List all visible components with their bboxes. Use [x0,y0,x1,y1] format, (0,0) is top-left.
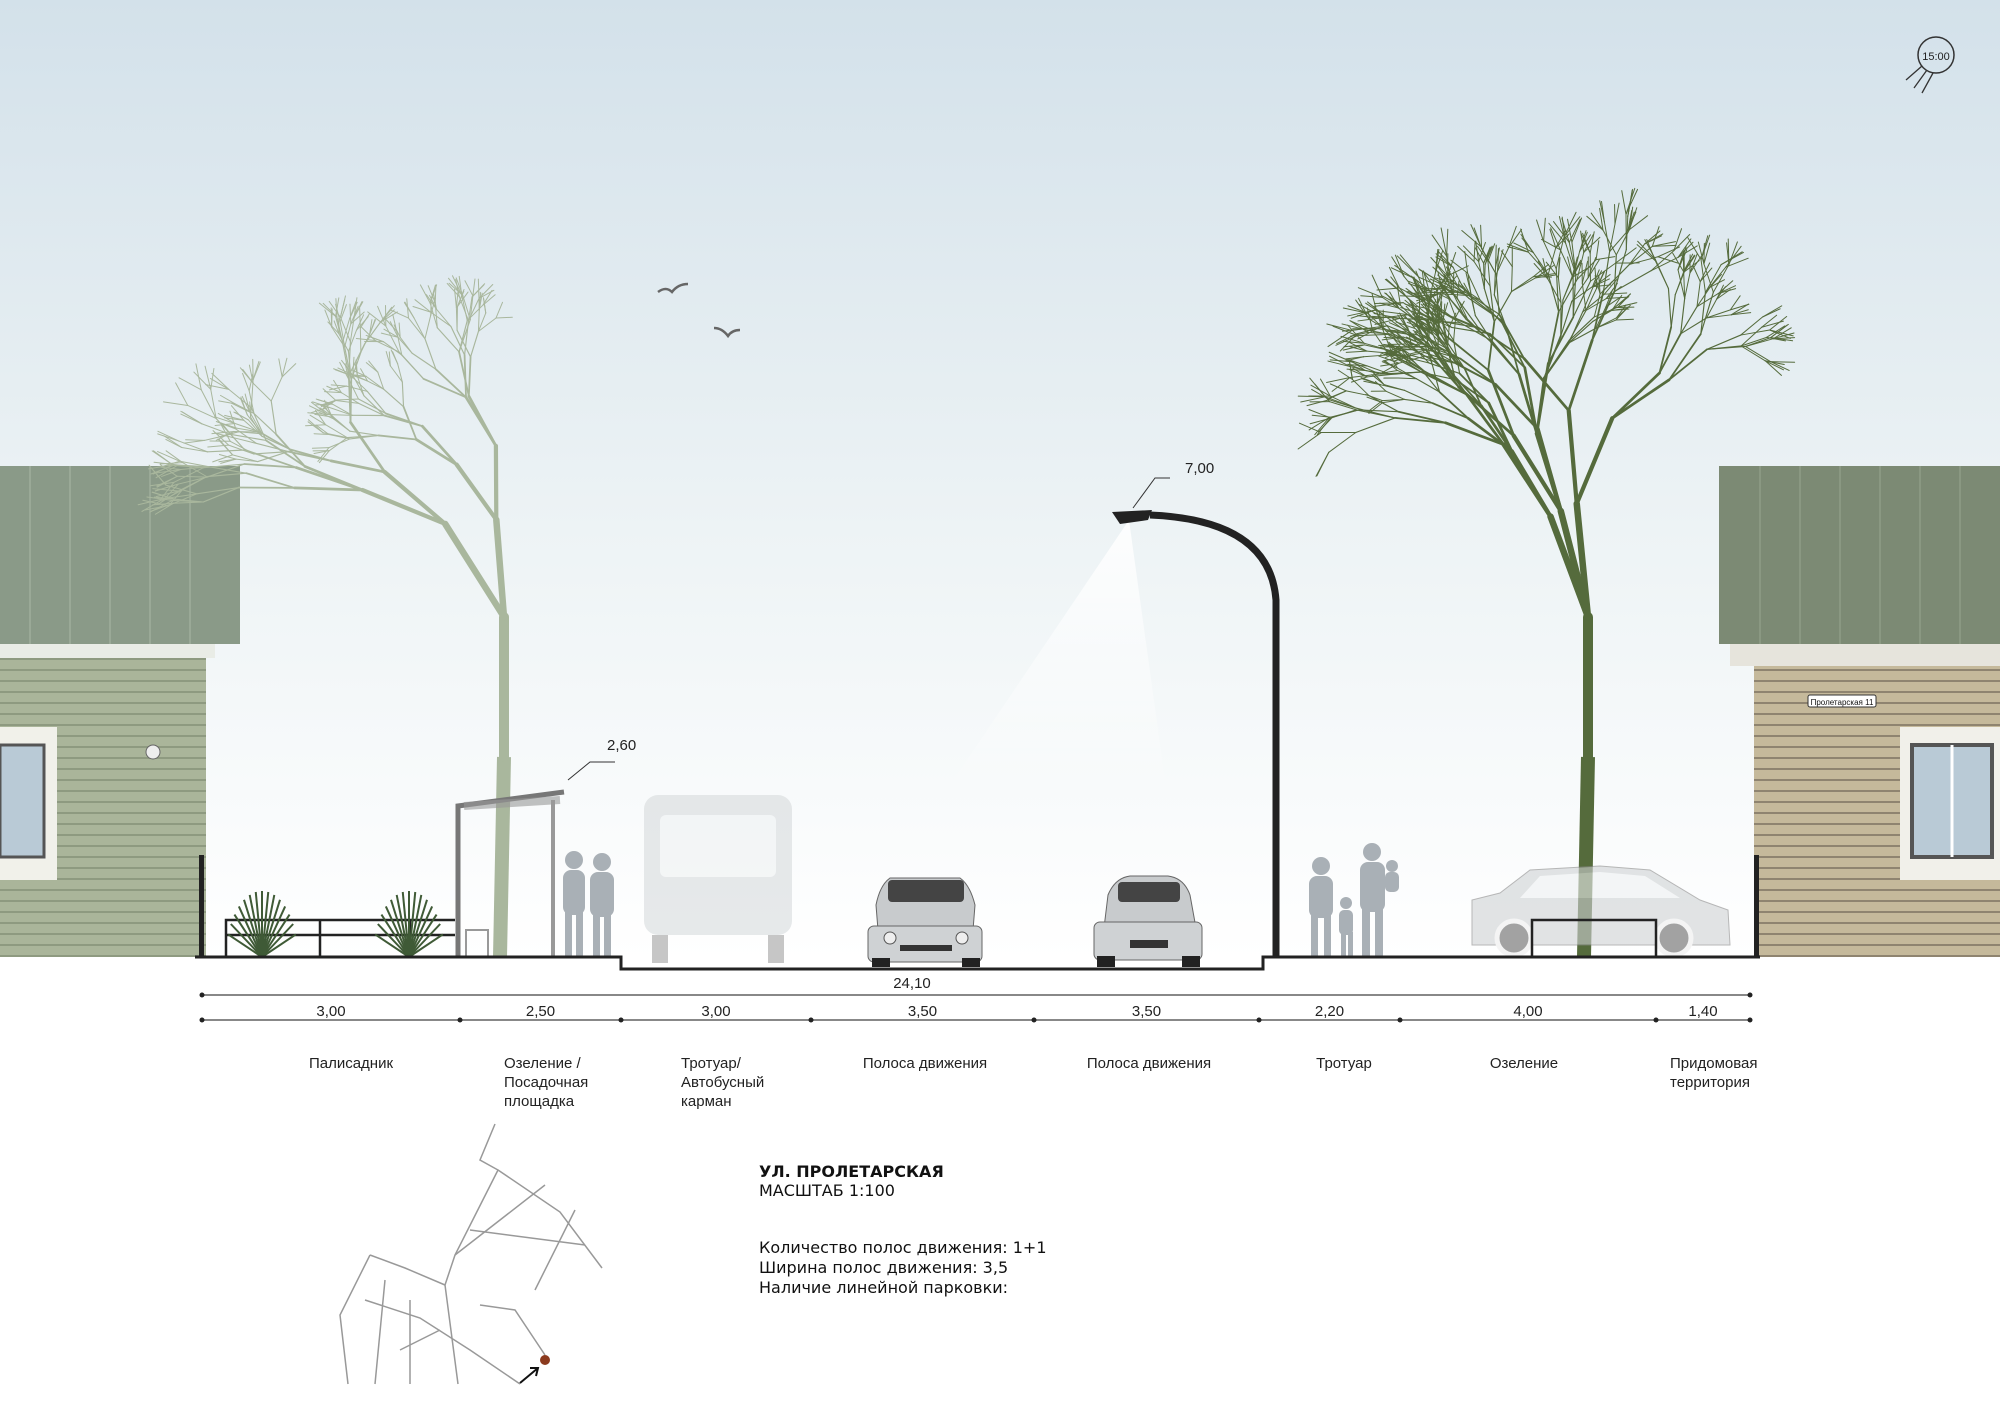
zone-label: Придомовая [1670,1055,1758,1072]
pedestrians-left [563,851,614,957]
car-front-view [867,877,983,967]
zone-label: площадка [504,1093,575,1110]
zone-label: Полоса движения [1087,1055,1211,1072]
dimension-tick [618,1017,624,1023]
zone-label: Полоса движения [863,1055,987,1072]
car-rear-view [1093,875,1203,967]
street-name: УЛ. ПРОЛЕТАРСКАЯ [759,1162,944,1181]
house-right: Пролетарская 11 [1719,466,2000,957]
segment-width-label: 3,50 [1132,1003,1161,1020]
bus-shelter: 2,60 [455,737,636,958]
segment-width-label: 1,40 [1688,1003,1717,1020]
car-side-view [1471,865,1731,958]
lane-width: Ширина полос движения: 3,5 [759,1258,1008,1277]
dimension-tick [1747,1017,1753,1023]
dimension-tick [1397,1017,1403,1023]
shelter-height-label: 2,60 [607,737,636,754]
bus [644,795,792,963]
house-number-sign [1807,694,1877,708]
segment-width-label: 2,20 [1315,1003,1344,1020]
house-left [0,466,240,957]
lamp-head-icon [1112,510,1152,524]
ground-line [195,955,1760,971]
zone-label: Тротуар/ [681,1055,742,1072]
dimension-tick [1031,1017,1037,1023]
bird-icon [713,326,741,339]
bird-icon [657,282,689,294]
dimension-tick [1256,1017,1262,1023]
direction-arrow-icon [519,1367,540,1384]
fence [224,918,455,957]
location-marker [540,1355,550,1365]
compass-time: 15:00 [1922,51,1950,63]
location-map [339,1123,603,1385]
total-width-label: 24,10 [893,975,931,992]
dimension-tick [1653,1017,1659,1023]
parking-info: Наличие линейной парковки: [759,1278,1008,1297]
bench-rail [1530,918,1658,957]
shrubs [227,891,444,958]
compass-circle [1917,36,1955,74]
lane-count: Количество полос движения: 1+1 [759,1238,1047,1257]
scale-label: МАСШТАБ 1:100 [759,1181,895,1200]
dimension-tick [808,1017,814,1023]
lamp-height-label: 7,00 [1185,460,1214,477]
segment-width-label: 2,50 [526,1003,555,1020]
segment-width-label: 3,50 [908,1003,937,1020]
light-beam [940,520,1165,800]
zone-label: карман [681,1093,732,1110]
zone-label: Палисадник [309,1055,394,1072]
sun-direction-indicator: 15:00 [1905,36,1955,94]
total-width-dimension: 24,10 [199,975,1753,998]
zone-label: Тротуар [1316,1055,1372,1072]
info-block: УЛ. ПРОЛЕТАРСКАЯ МАСШТАБ 1:100 Количеств… [759,1162,1047,1297]
house-number-text: Пролетарская 11 [1811,698,1874,707]
zone-label: Посадочная [504,1074,588,1091]
tree-right [1297,187,1796,958]
tree-left [137,275,513,958]
sun-rays-icon [1905,65,1934,94]
zone-label: Автобусный [681,1074,764,1091]
street-lamp: 7,00 [940,460,1280,957]
dimension-tick [457,1017,463,1023]
sky-background [0,0,2000,960]
segment-dimensions: 3,00 2,50 3,00 3,50 3,50 2,20 4,00 1,40 [199,1003,1753,1023]
pedestrians-right [1309,843,1399,957]
zone-labels: Палисадник Озеление / Посадочная площадка Тр… [309,1055,1758,1110]
zone-label: территория [1670,1074,1750,1091]
segment-width-label: 4,00 [1513,1003,1542,1020]
segment-width-label: 3,00 [316,1003,345,1020]
zone-label: Озеление [1490,1055,1558,1072]
segment-width-label: 3,00 [701,1003,730,1020]
dimension-tick [199,1017,205,1023]
zone-label: Озеление / [504,1055,581,1072]
